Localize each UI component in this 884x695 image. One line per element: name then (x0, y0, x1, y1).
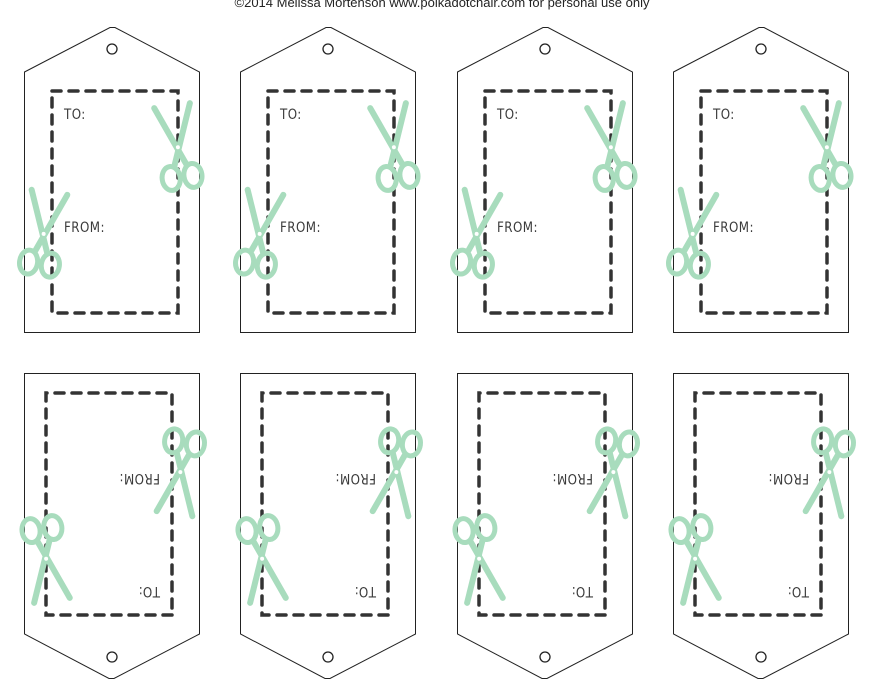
tag-outline (457, 27, 633, 333)
punch-hole-icon (539, 651, 551, 663)
dashed-frame (699, 89, 829, 315)
tag-outline (24, 27, 200, 333)
punch-hole-icon (106, 651, 118, 663)
gift-tag: TO: FROM: (666, 27, 854, 333)
punch-hole-icon (322, 43, 334, 55)
gift-tag: TO: FROM: (452, 373, 640, 679)
from-label: FROM: (768, 470, 809, 486)
gift-tag: TO: FROM: (668, 373, 856, 679)
to-label: TO: (497, 107, 519, 123)
punch-hole-icon (322, 651, 334, 663)
dashed-frame (260, 391, 390, 617)
gift-tag: TO: FROM: (235, 373, 423, 679)
punch-hole-icon (755, 43, 767, 55)
to-label: TO: (787, 583, 809, 599)
from-label: FROM: (280, 220, 321, 236)
copyright-notice: ©2014 Melissa Mortenson www.polkadotchai… (234, 0, 650, 10)
tag-outline (457, 373, 633, 679)
from-label: FROM: (497, 220, 538, 236)
tag-outline (24, 373, 200, 679)
tag-border (673, 373, 849, 679)
tag-outline (673, 27, 849, 333)
gift-tag: TO: FROM: (233, 27, 421, 333)
dashed-frame (266, 89, 396, 315)
from-label: FROM: (552, 470, 593, 486)
tag-border (673, 27, 849, 333)
to-label: TO: (354, 583, 376, 599)
from-label: FROM: (335, 470, 376, 486)
to-label: TO: (64, 107, 86, 123)
punch-hole-icon (106, 43, 118, 55)
tag-border (24, 373, 200, 679)
to-label: TO: (138, 583, 160, 599)
gift-tag: TO: FROM: (450, 27, 638, 333)
dashed-frame (44, 391, 174, 617)
dashed-frame (50, 89, 180, 315)
punch-hole-icon (539, 43, 551, 55)
gift-tag: TO: FROM: (17, 27, 205, 333)
dashed-frame (693, 391, 823, 617)
to-label: TO: (571, 583, 593, 599)
tag-border (457, 373, 633, 679)
punch-hole-icon (755, 651, 767, 663)
tag-border (240, 27, 416, 333)
tag-border (240, 373, 416, 679)
gift-tag: TO: FROM: (19, 373, 207, 679)
to-label: TO: (280, 107, 302, 123)
from-label: FROM: (64, 220, 105, 236)
to-label: TO: (713, 107, 735, 123)
tag-border (457, 27, 633, 333)
tag-outline (240, 373, 416, 679)
dashed-frame (483, 89, 613, 315)
from-label: FROM: (713, 220, 754, 236)
tag-border (24, 27, 200, 333)
from-label: FROM: (119, 470, 160, 486)
tag-outline (240, 27, 416, 333)
dashed-frame (477, 391, 607, 617)
tag-outline (673, 373, 849, 679)
